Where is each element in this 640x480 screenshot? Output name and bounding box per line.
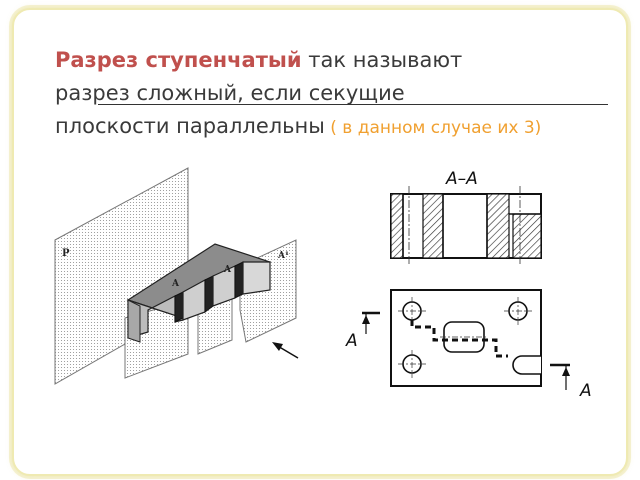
title-note: ( в данном случае их 3) (324, 118, 542, 138)
arrow-label-right: А (579, 381, 592, 401)
cut-label-1: A (171, 279, 180, 289)
stepped-cutting-path (410, 320, 508, 358)
section-hatch-mid-left (422, 193, 444, 259)
title-term: Разрез ступенчатый (55, 48, 302, 72)
plan-view: А А (345, 289, 592, 401)
cut-arrowhead-left (362, 315, 370, 324)
title-line3: плоскости параллельны (55, 114, 325, 138)
title-line1: так называют (301, 48, 463, 72)
block-end-face (127, 299, 141, 343)
slide-title: Разрез ступенчатый так называют разрез с… (55, 44, 620, 145)
title-underline (98, 104, 608, 105)
plane-a1-label: A¹ (277, 251, 289, 261)
section-hatch-left-wall (390, 193, 404, 259)
plan-centerlines (398, 297, 532, 378)
cut-label-2: A (223, 265, 232, 275)
plan-u-slot (512, 355, 541, 375)
block-slot-wall-1 (174, 291, 184, 323)
plane-p-label: P (62, 248, 70, 259)
title-line2: разрез сложный, если секущие (55, 81, 405, 105)
view-arrow-head (272, 342, 283, 351)
block-front-segment-4 (242, 261, 271, 295)
section-title: А–А (445, 169, 478, 189)
isometric-figure: P A A A¹ (54, 167, 299, 385)
block-slot-wall-3 (234, 261, 244, 299)
section-hatch-mid-right (486, 193, 510, 259)
section-view: А–А (390, 169, 542, 266)
section-hatch-right-step (512, 213, 542, 259)
cut-arrowhead-right (562, 367, 570, 376)
block-slot-wall-2 (204, 275, 214, 313)
arrow-label-left: А (345, 331, 358, 351)
